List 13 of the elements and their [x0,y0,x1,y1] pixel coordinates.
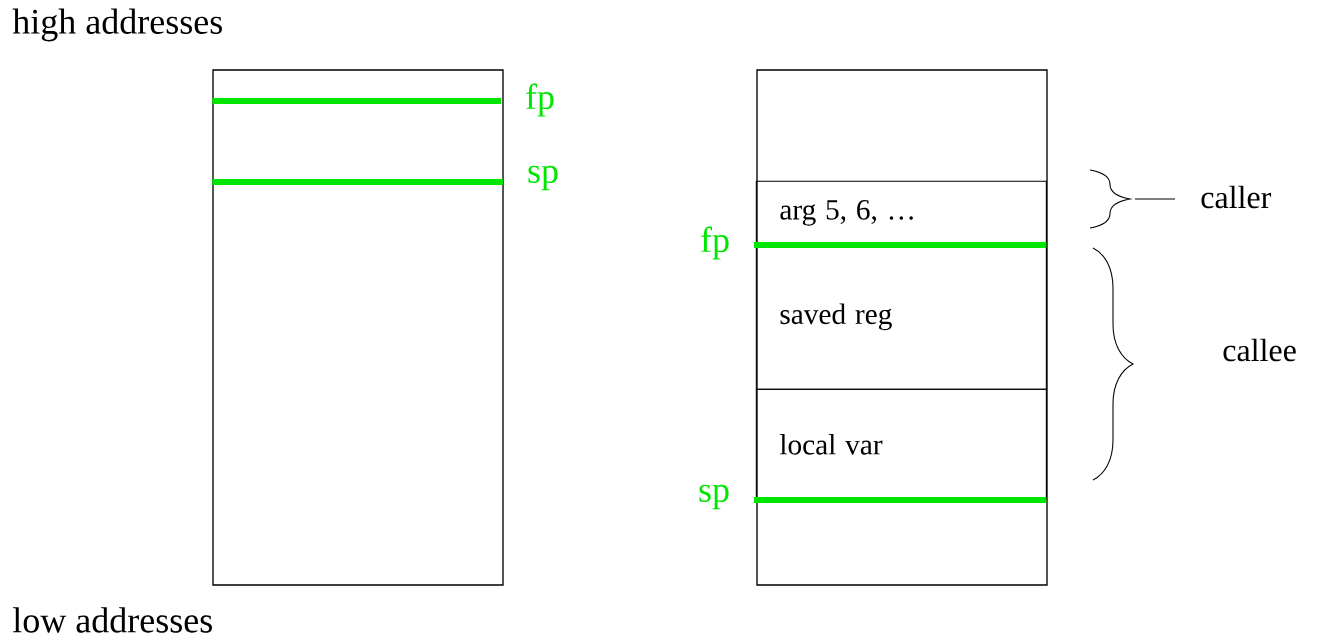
text-label: low addresses [13,607,212,633]
stack-box [756,69,1048,586]
pointer-label: sp [528,165,558,191]
stack-cell: arg 5, 6, … [755,180,1047,245]
stack-cell: local var [755,388,1047,500]
pointer-label: sp [699,484,729,510]
stack-cell: saved reg [755,243,1047,390]
text-label: callee [1223,338,1296,362]
text-label: caller [1201,185,1272,209]
text-label: high addresses [12,8,222,42]
pointer-label: fp [526,83,554,117]
pointer-label: fp [701,226,729,260]
stack-box [212,69,504,586]
